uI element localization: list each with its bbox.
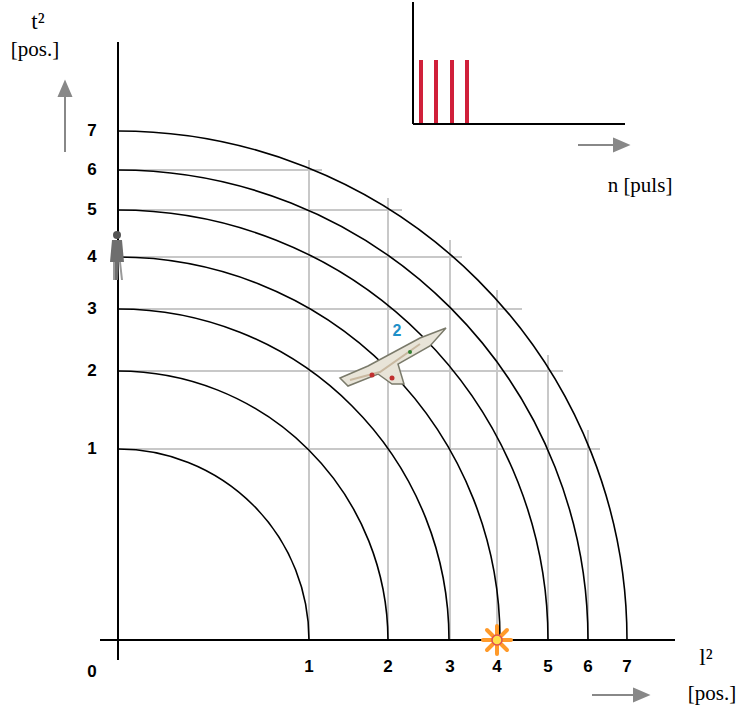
direction-arrows [59,82,648,701]
pulse-inset [413,2,625,124]
tick-label: 1 [304,658,313,677]
tick-label: 3 [87,300,96,319]
tick-label: 6 [583,658,592,677]
axis-title: l² [699,645,712,670]
tick-label: 7 [622,658,631,677]
tick-label: 5 [87,201,96,220]
axes [100,42,675,660]
axis-unit: [pos.] [688,682,736,705]
grid [118,160,600,640]
star-marker [483,626,511,654]
tick-label: 7 [87,122,96,141]
person-figure [110,231,124,280]
tick-label: 5 [543,658,552,677]
tick-label: 4 [87,248,96,267]
axis-title: t² [31,9,44,34]
callout-number: 2 [393,322,402,340]
tick-label: 4 [492,658,501,677]
quarter-circles [118,131,627,640]
tick-label: 3 [445,658,454,677]
tick-label: 6 [87,161,96,180]
axis-unit: [pos.] [11,38,59,61]
axis-title: n [puls] [608,174,673,197]
tick-label: 1 [87,440,96,459]
tick-label: 2 [383,658,392,677]
tick-label: 2 [87,362,96,381]
tick-label: 0 [87,663,96,682]
